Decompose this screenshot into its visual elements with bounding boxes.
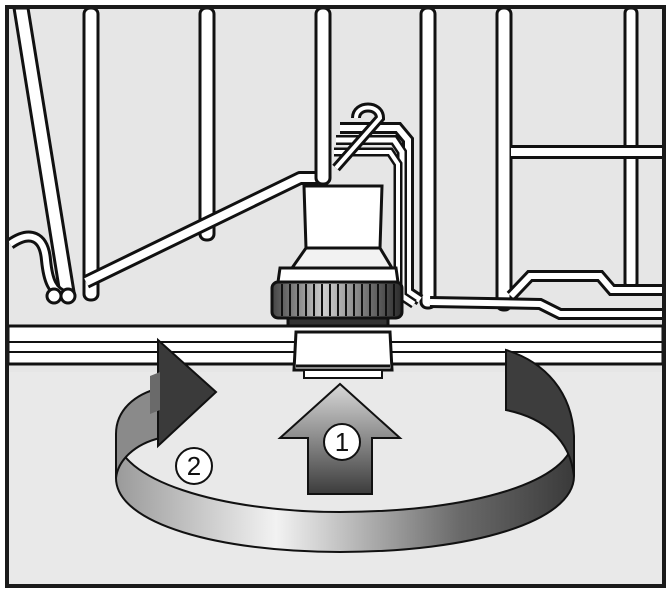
diagram-frame: [5, 5, 666, 588]
step-2-number: 2: [187, 451, 201, 481]
rotate-ring-right: [505, 348, 575, 477]
step-1-number: 1: [335, 427, 349, 457]
rack-wires-right: [429, 145, 664, 320]
nozzle-stem: [292, 330, 394, 372]
step-1-badge: 1: [323, 423, 361, 461]
spray-arm-nozzle: [270, 184, 404, 334]
rack-tines: [334, 122, 424, 309]
step-2-badge: 2: [175, 447, 213, 485]
rack-wire-center: [314, 6, 332, 186]
